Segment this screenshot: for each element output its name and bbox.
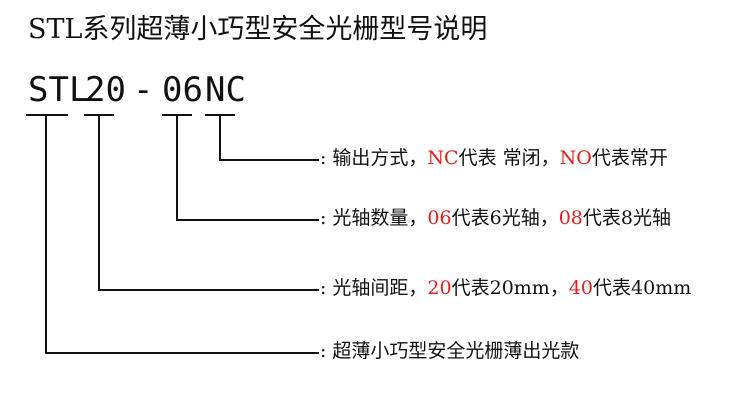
desc-output-label: 输出方式， xyxy=(332,147,428,169)
desc-beams-text1: 代表6光轴， xyxy=(451,207,559,229)
desc-beams-colon: : xyxy=(320,207,327,229)
desc-output-code2: NO xyxy=(559,147,592,169)
connector-series-horizontal xyxy=(45,352,319,354)
desc-series-label: 超薄小巧型安全光栅薄出光款 xyxy=(332,340,580,362)
desc-spacing-colon: : xyxy=(320,277,327,299)
model-output: NC xyxy=(205,70,246,110)
desc-beams-text2: 代表8光轴 xyxy=(582,207,671,229)
desc-series: :超薄小巧型安全光栅薄出光款 xyxy=(320,338,579,364)
desc-spacing-text2: 代表40mm xyxy=(593,277,692,299)
connector-output-horizontal xyxy=(219,159,319,161)
connector-series-vertical xyxy=(45,114,47,353)
page-title: STL系列超薄小巧型安全光栅型号说明 xyxy=(28,14,488,45)
underline-prefix xyxy=(26,114,68,116)
desc-beams-label: 光轴数量， xyxy=(332,207,428,229)
model-beams: 06 xyxy=(162,70,203,110)
model-dash: - xyxy=(133,70,154,110)
desc-spacing: :光轴间距，20代表20mm，40代表40mm xyxy=(320,275,691,301)
desc-series-colon: : xyxy=(320,340,327,362)
connector-output-vertical xyxy=(219,114,221,160)
desc-spacing-code1: 20 xyxy=(427,277,452,299)
desc-spacing-label: 光轴间距， xyxy=(332,277,428,299)
connector-beams-vertical xyxy=(176,114,178,220)
desc-output-text2: 代表常开 xyxy=(591,147,668,169)
connector-spacing-horizontal xyxy=(98,289,319,291)
connector-beams-horizontal xyxy=(176,219,319,221)
desc-spacing-code2: 40 xyxy=(568,277,594,299)
desc-output-colon: : xyxy=(320,147,327,169)
connector-spacing-vertical xyxy=(98,114,100,290)
desc-output: :输出方式，NC代表 常闭，NO代表常开 xyxy=(320,145,668,171)
model-prefix: STL xyxy=(28,70,90,110)
desc-output-code1: NC xyxy=(427,147,459,169)
model-spacing: 20 xyxy=(85,70,126,110)
desc-spacing-text1: 代表20mm， xyxy=(451,277,569,299)
desc-beams: :光轴数量，06代表6光轴，08代表8光轴 xyxy=(320,205,671,231)
desc-beams-code1: 06 xyxy=(427,207,452,229)
desc-beams-code2: 08 xyxy=(558,207,583,229)
desc-output-text1: 代表 常闭， xyxy=(458,147,560,169)
